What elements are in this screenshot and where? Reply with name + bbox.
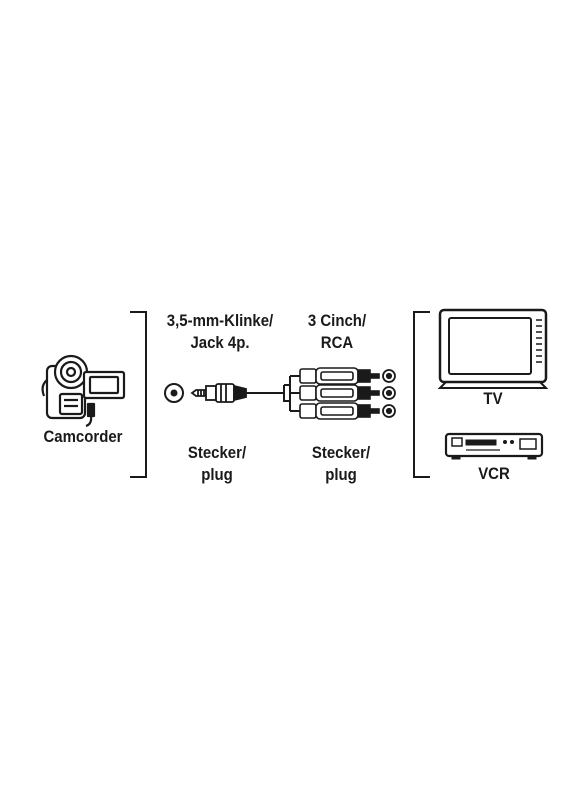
jack-plug-icon: [190, 383, 247, 403]
jack-connector-label: 3,5-mm-Klinke/ Jack 4p.: [163, 310, 277, 354]
jack-plug-line1: Stecker/: [187, 443, 247, 462]
tv-label: TV: [483, 389, 503, 408]
camcorder-icon: [41, 354, 126, 428]
rca-plug-line2: plug: [325, 465, 357, 484]
rca-socket-icon: [382, 369, 396, 418]
rca-connector-line1: 3 Cinch/: [307, 311, 367, 330]
jack-connector-line1: 3,5-mm-Klinke/: [166, 311, 274, 330]
jack-plug-line2: plug: [201, 465, 233, 484]
rca-connector-label: 3 Cinch/ RCA: [297, 310, 376, 354]
tv-icon: [437, 308, 549, 389]
cable-splitter: [283, 375, 300, 412]
right-bracket: [413, 311, 430, 478]
rca-plug-icon: [299, 367, 380, 420]
vcr-icon: [444, 432, 544, 460]
rca-plug-label: Stecker/ plug: [301, 442, 380, 486]
camcorder-label: Camcorder: [43, 427, 123, 446]
rca-connector-line2: RCA: [320, 333, 354, 352]
vcr-label: VCR: [478, 464, 510, 483]
rca-plug-line1: Stecker/: [311, 443, 371, 462]
left-bracket: [130, 311, 147, 478]
jack-socket-icon: [164, 383, 184, 403]
jack-plug-label: Stecker/ plug: [177, 442, 256, 486]
jack-connector-line2: Jack 4p.: [190, 333, 250, 352]
